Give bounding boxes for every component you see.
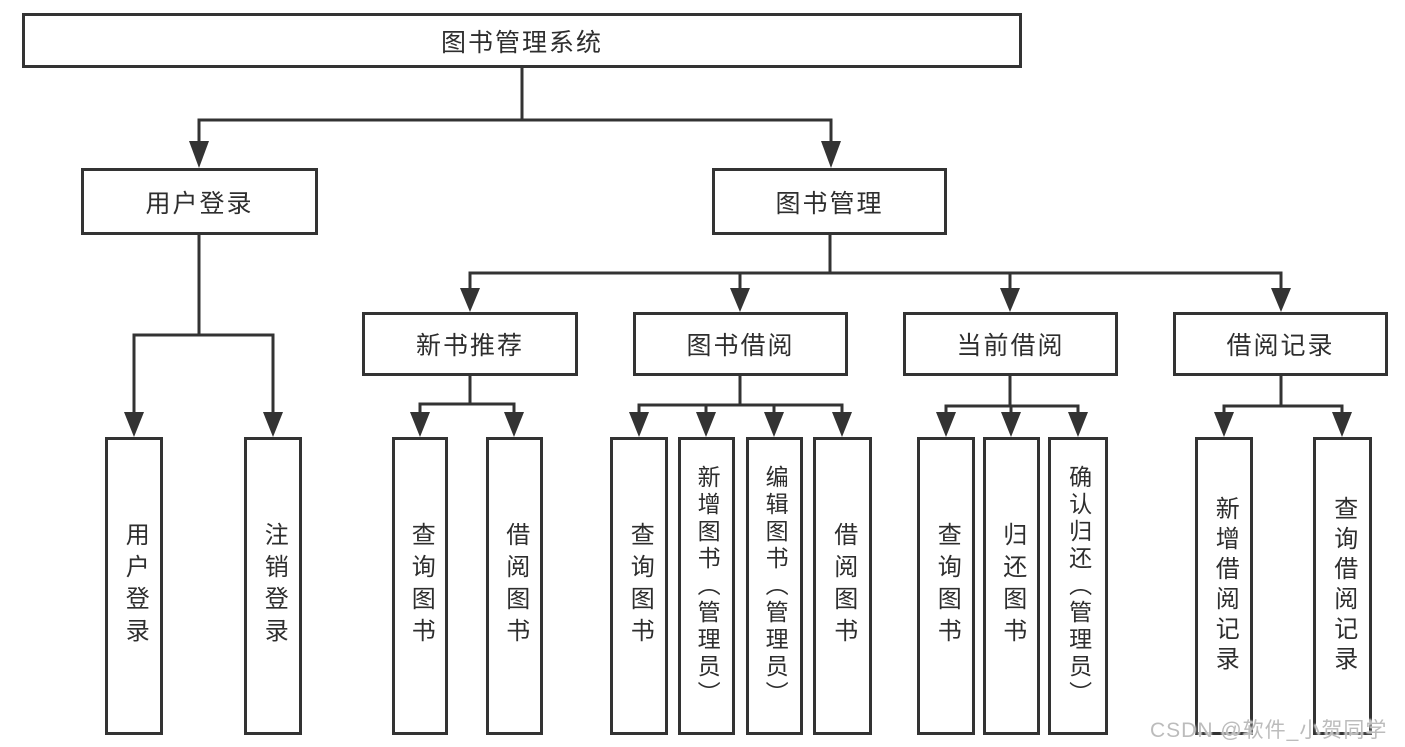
connector-book-management-to-level3 bbox=[460, 233, 1291, 312]
leaf-return-book: 归还图书 bbox=[983, 437, 1040, 735]
node-label: 新增图书（管理员） bbox=[694, 464, 721, 708]
node-library-management-system: 图书管理系统 bbox=[22, 13, 1022, 68]
leaf-add-borrow-record: 新增借阅记录 bbox=[1195, 437, 1253, 735]
leaf-query-borrow-record: 查询借阅记录 bbox=[1313, 437, 1372, 735]
leaf-add-book-admin: 新增图书（管理员） bbox=[678, 437, 735, 735]
node-label: 确认归还（管理员） bbox=[1065, 464, 1092, 708]
node-book-management: 图书管理 bbox=[712, 168, 947, 235]
leaf-borrow-book-1: 借阅图书 bbox=[486, 437, 543, 735]
node-label: 用户登录 bbox=[121, 522, 149, 650]
node-current-borrow: 当前借阅 bbox=[903, 312, 1118, 376]
node-new-book-recommend: 新书推荐 bbox=[362, 312, 578, 376]
node-label: 查询图书 bbox=[933, 522, 961, 650]
node-label: 编辑图书（管理员） bbox=[762, 464, 789, 708]
node-label: 图书借阅 bbox=[686, 332, 795, 360]
node-label: 新书推荐 bbox=[415, 332, 524, 360]
node-label: 查询图书 bbox=[626, 522, 654, 650]
connector-root-to-level2 bbox=[189, 66, 841, 168]
connector-current-borrow-to-leaves bbox=[936, 373, 1088, 437]
node-label: 查询借阅记录 bbox=[1329, 496, 1357, 676]
node-book-borrow: 图书借阅 bbox=[633, 312, 848, 376]
node-label: 借阅记录 bbox=[1226, 332, 1335, 360]
node-borrow-record: 借阅记录 bbox=[1173, 312, 1388, 376]
node-label: 借阅图书 bbox=[829, 522, 857, 650]
leaf-query-book-1: 查询图书 bbox=[392, 437, 448, 735]
node-label: 归还图书 bbox=[998, 522, 1026, 650]
leaf-query-book-3: 查询图书 bbox=[917, 437, 975, 735]
node-label: 用户登录 bbox=[145, 189, 254, 218]
node-user-login: 用户登录 bbox=[81, 168, 318, 235]
node-label: 注销登录 bbox=[260, 522, 288, 650]
connector-user-login-to-leaves bbox=[124, 233, 283, 437]
leaf-logout: 注销登录 bbox=[244, 437, 302, 735]
node-label: 当前借阅 bbox=[956, 332, 1065, 360]
leaf-query-book-2: 查询图书 bbox=[610, 437, 668, 735]
node-label: 新增借阅记录 bbox=[1211, 496, 1239, 676]
leaf-confirm-return-admin: 确认归还（管理员） bbox=[1048, 437, 1108, 735]
node-label: 图书管理系统 bbox=[440, 28, 603, 57]
connector-book-borrow-to-leaves bbox=[629, 373, 852, 437]
node-label: 借阅图书 bbox=[501, 522, 529, 650]
csdn-watermark: CSDN @软件_小贺同学 bbox=[1150, 719, 1388, 742]
connector-new-book-to-leaves bbox=[410, 373, 524, 437]
leaf-edit-book-admin: 编辑图书（管理员） bbox=[746, 437, 803, 735]
leaf-user-login: 用户登录 bbox=[105, 437, 163, 735]
node-label: 图书管理 bbox=[775, 189, 884, 218]
leaf-borrow-book-2: 借阅图书 bbox=[813, 437, 872, 735]
connector-borrow-record-to-leaves bbox=[1214, 373, 1352, 437]
node-label: 查询图书 bbox=[407, 522, 435, 650]
